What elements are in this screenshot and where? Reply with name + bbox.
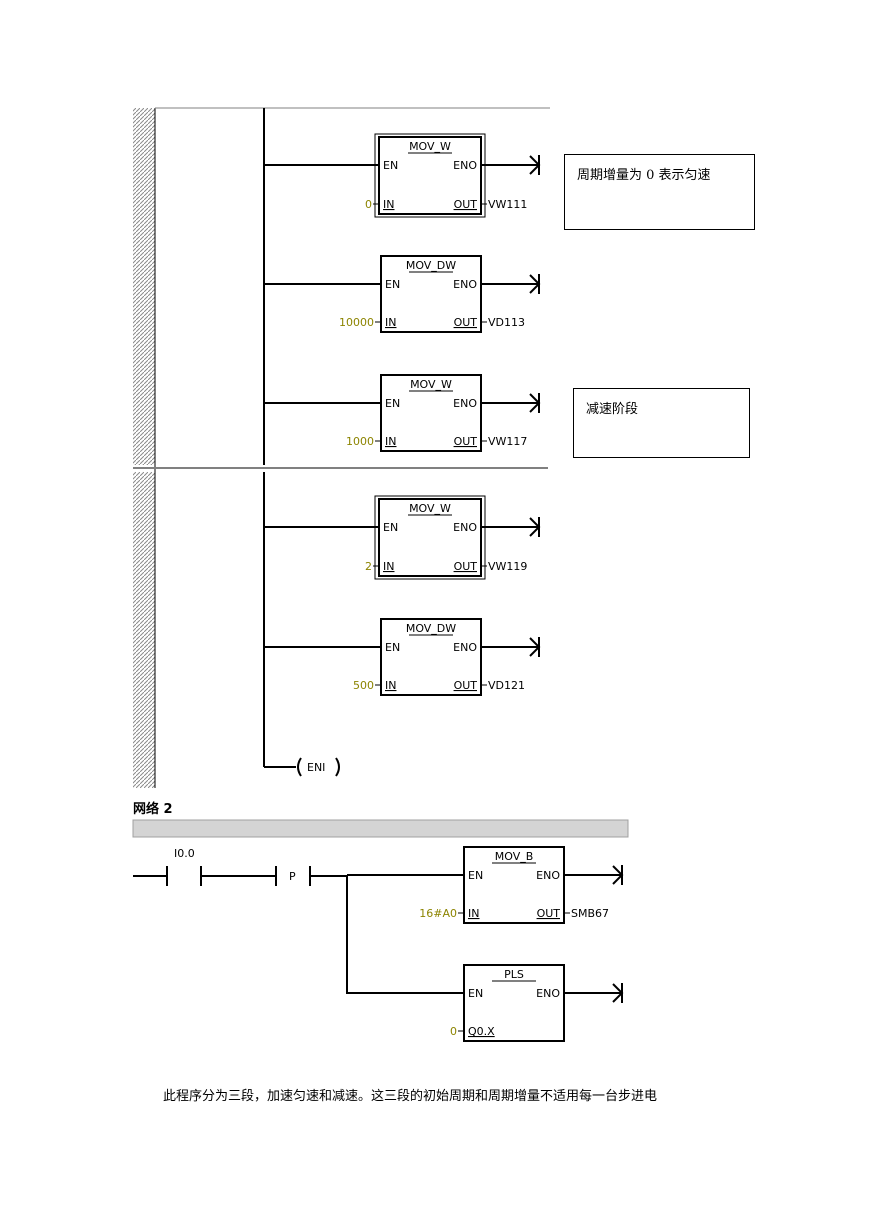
out-value: VD113 — [488, 316, 525, 329]
block-eno-label: ENO — [536, 987, 560, 1000]
comment-note-decel-text: 减速阶段 — [586, 402, 639, 417]
out-pin-label: OUT — [537, 907, 561, 920]
block-title: MOV_B — [495, 850, 534, 863]
eni-coil-label: ENI — [307, 761, 325, 774]
network-2-label: 网络 2 — [133, 802, 173, 817]
block-box — [463, 964, 565, 1042]
out-pin-label: OUT — [454, 198, 478, 211]
block-box — [378, 498, 482, 577]
in-pin-label: IN — [383, 198, 394, 211]
comment-note-decel: 减速阶段 — [573, 388, 750, 458]
block-box — [380, 255, 482, 333]
in-pin-label: IN — [385, 316, 396, 329]
comment-note-uniform: 周期增量为 0 表示匀速 — [564, 154, 755, 230]
power-rail-bottom — [133, 472, 155, 788]
out-value: VD121 — [488, 679, 525, 692]
block-eno-label: ENO — [453, 397, 477, 410]
in-pin-label: IN — [468, 907, 479, 920]
block-en-label: EN — [468, 987, 483, 1000]
in-pin-label: IN — [383, 560, 394, 573]
block-title: MOV_W — [410, 378, 452, 391]
in-value: 1000 — [346, 435, 374, 448]
in-value: 16#A0 — [419, 907, 457, 920]
out-value: VW119 — [488, 560, 527, 573]
block-eno-label: ENO — [453, 278, 477, 291]
in-pin-label: IN — [385, 679, 396, 692]
block-title: MOV_W — [409, 502, 451, 515]
block-selection-border — [374, 133, 486, 218]
block-eno-label: ENO — [453, 521, 477, 534]
block-box — [378, 136, 482, 215]
block-title: MOV_W — [409, 140, 451, 153]
out-pin-label: OUT — [454, 679, 478, 692]
out-pin-label: OUT — [454, 316, 478, 329]
block-box — [463, 846, 565, 924]
out-pin-label: OUT — [454, 560, 478, 573]
power-rail-top — [133, 108, 155, 465]
in-pin-label: IN — [385, 435, 396, 448]
contact-i00-label: I0.0 — [174, 847, 195, 860]
block-en-label: EN — [468, 869, 483, 882]
block-en-label: EN — [385, 397, 400, 410]
block-box — [380, 618, 482, 696]
out-value: VW117 — [488, 435, 527, 448]
block-title: MOV_DW — [406, 622, 456, 635]
in-pin-label: Q0.X — [468, 1025, 495, 1038]
block-box — [380, 374, 482, 452]
block-en-label: EN — [385, 641, 400, 654]
block-title: MOV_DW — [406, 259, 456, 272]
block-selection-border — [374, 495, 486, 580]
in-value: 0 — [450, 1025, 457, 1038]
block-eno-label: ENO — [453, 641, 477, 654]
comment-note-uniform-text: 周期增量为 0 表示匀速 — [577, 168, 711, 183]
block-en-label: EN — [383, 521, 398, 534]
block-en-label: EN — [385, 278, 400, 291]
block-eno-label: ENO — [453, 159, 477, 172]
in-value: 500 — [353, 679, 374, 692]
contact-p-label: P — [289, 870, 296, 883]
in-value: 0 — [365, 198, 372, 211]
eni-coil-right — [335, 757, 340, 777]
out-pin-label: OUT — [454, 435, 478, 448]
out-value: VW111 — [488, 198, 527, 211]
block-eno-label: ENO — [536, 869, 560, 882]
network2-header-bar — [132, 819, 629, 838]
body-paragraph: 此程序分为三段，加速匀速和减速。这三段的初始周期和周期增量不适用每一台步进电 — [163, 1089, 658, 1104]
block-en-label: EN — [383, 159, 398, 172]
eni-coil-left — [297, 757, 302, 777]
in-value: 2 — [365, 560, 372, 573]
in-value: 10000 — [339, 316, 374, 329]
block-title: PLS — [504, 968, 524, 981]
out-value: SMB67 — [571, 907, 609, 920]
